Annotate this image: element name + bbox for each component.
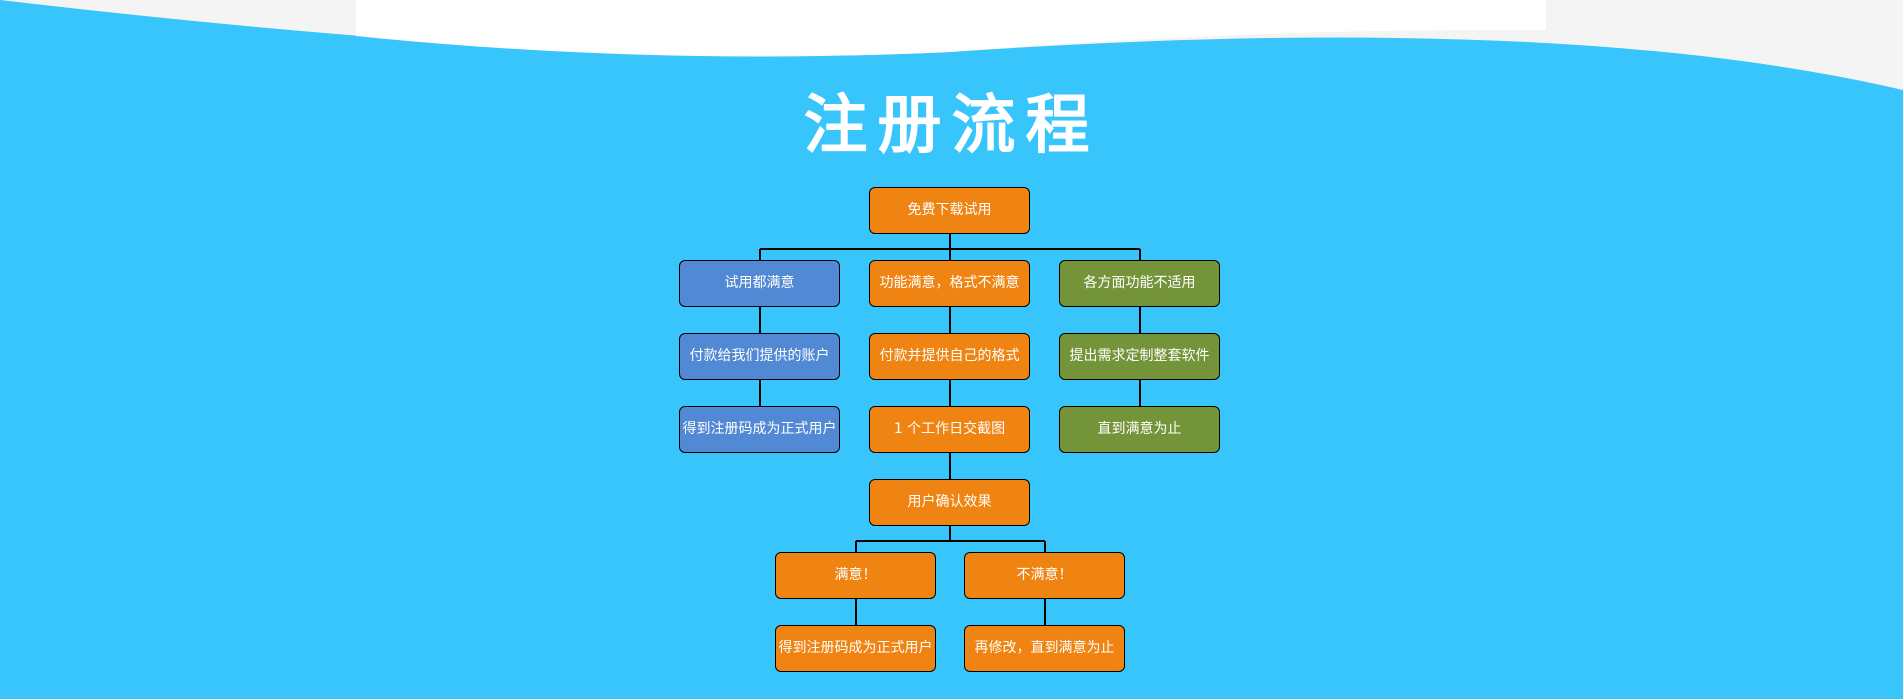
node-get-code-left: 得到注册码成为正式用户	[679, 406, 840, 453]
node-modify-until-satisfied: 再修改，直到满意为止	[964, 625, 1125, 672]
node-pay-account: 付款给我们提供的账户	[679, 333, 840, 380]
node-free-download: 免费下载试用	[869, 187, 1030, 234]
node-user-confirm: 用户确认效果	[869, 479, 1030, 526]
node-not-satisfied: 不满意！	[964, 552, 1125, 599]
node-trial-satisfied: 试用都满意	[679, 260, 840, 307]
node-format-unsatisfied: 功能满意，格式不满意	[869, 260, 1030, 307]
page-title: 注册流程	[803, 89, 1100, 163]
node-satisfied: 满意！	[775, 552, 936, 599]
node-until-satisfied-right: 直到满意为止	[1059, 406, 1220, 453]
node-custom-software: 提出需求定制整套软件	[1059, 333, 1220, 380]
node-screenshot-1-day: 1 个工作日交截图	[869, 406, 1030, 453]
node-pay-provide-format: 付款并提供自己的格式	[869, 333, 1030, 380]
node-not-applicable: 各方面功能不适用	[1059, 260, 1220, 307]
node-get-code-bottom: 得到注册码成为正式用户	[775, 625, 936, 672]
